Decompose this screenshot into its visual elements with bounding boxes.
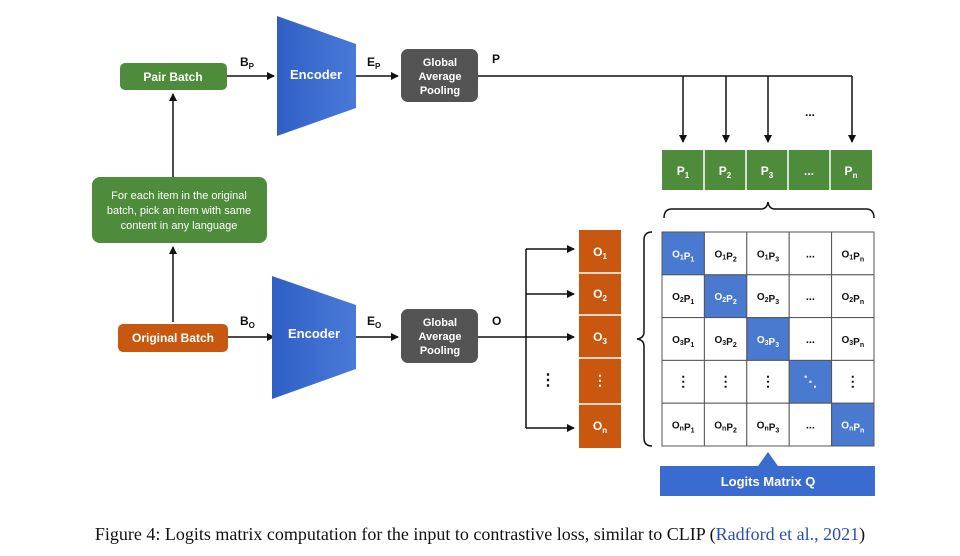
matrix-cell-label: OnP3 — [757, 421, 780, 435]
matrix-cell — [788, 402, 833, 447]
eo-label: EO — [367, 314, 381, 330]
matrix-cell — [661, 402, 705, 447]
matrix-cell-label: O1P2 — [714, 249, 736, 263]
matrix-cell — [746, 231, 790, 276]
encoder-bottom-label: Encoder — [288, 326, 340, 341]
matrix-cell-label: O3P1 — [672, 335, 694, 349]
p-label: P — [492, 52, 500, 66]
matrix-cell — [661, 317, 705, 361]
pick-note-line2: batch, pick an item with same — [107, 205, 251, 217]
matrix-cell — [703, 231, 748, 276]
matrix-cell — [831, 402, 875, 447]
o-vector-cell: On — [593, 419, 607, 435]
matrix-cell-label: O3P2 — [714, 335, 736, 349]
top-ellipsis: ... — [805, 105, 815, 119]
matrix-cell-label: ⋮ — [846, 373, 860, 389]
p-vector-cell: ... — [804, 164, 814, 178]
matrix-cell — [746, 402, 790, 447]
gap-bottom-line1: Global — [423, 317, 457, 329]
o-vector-cell: O3 — [593, 330, 607, 346]
p-brace — [663, 201, 875, 219]
matrix-cell-label: O2P2 — [714, 292, 736, 306]
matrix-cell — [746, 317, 790, 361]
gap-bottom-line3: Pooling — [420, 345, 460, 357]
matrix-cell-label: O2Pn — [841, 292, 864, 306]
encoder-bottom — [272, 276, 356, 399]
matrix-cell-label: O3Pn — [841, 335, 864, 349]
matrix-cell-label: O1P3 — [757, 249, 779, 263]
matrix-cell-label: O1P1 — [672, 249, 694, 263]
gap-top-line1: Global — [423, 57, 457, 69]
matrix-cell-label: O2P3 — [757, 292, 779, 306]
bp-label: BP — [240, 55, 255, 71]
gap-top-line2: Average — [418, 71, 461, 83]
left-ellipsis: ⋮ — [540, 372, 556, 389]
pair-batch-box — [120, 63, 227, 90]
encoder-top — [277, 16, 356, 136]
matrix-cell-label: ⋱ — [803, 373, 817, 389]
ep-label: EP — [367, 55, 381, 71]
p-vector-cell: P1 — [677, 164, 690, 180]
matrix-cell-label: OnP1 — [672, 421, 695, 435]
matrix-cell-label: ⋮ — [761, 373, 775, 389]
encoder-top-label: Encoder — [290, 67, 342, 82]
matrix-cell-label: ... — [806, 420, 815, 432]
citation-link[interactable]: Radford et al., 2021 — [715, 524, 860, 544]
matrix-cell — [831, 359, 875, 404]
matrix-cell-label: O1Pn — [841, 249, 864, 263]
gap-bottom-box — [401, 309, 478, 363]
original-batch-box — [118, 324, 228, 352]
matrix-cell-label: ⋮ — [719, 373, 733, 389]
p-vector-cell: Pn — [845, 164, 858, 180]
matrix-cell-label: O2P1 — [672, 292, 694, 306]
logits-label-box — [660, 466, 875, 496]
logits-label: Logits Matrix Q — [721, 474, 816, 489]
o-vector-cell: O1 — [593, 245, 607, 261]
matrix-cell-label: OnP2 — [714, 421, 737, 435]
pick-note-box — [92, 177, 267, 243]
o-vector-cell: ⋮ — [593, 372, 607, 388]
matrix-cell — [788, 231, 833, 276]
figure-caption: Figure 4: Logits matrix computation for … — [94, 524, 866, 544]
matrix-cell-label: O3P3 — [757, 335, 779, 349]
o-vector-cell: O2 — [593, 287, 607, 303]
gap-top-box — [401, 49, 478, 102]
original-batch-label: Original Batch — [132, 331, 214, 345]
matrix-cell — [831, 317, 875, 361]
p-vector: P1 P2 P3... Pn — [662, 150, 872, 190]
p-vector-cell: P2 — [719, 164, 732, 180]
gap-top-line3: Pooling — [420, 85, 460, 97]
logits-arrow — [758, 452, 778, 466]
matrix-cell-label: ... — [806, 291, 815, 303]
p-vector-cell: P3 — [761, 164, 774, 180]
pick-note-line1: For each item in the original — [111, 190, 247, 202]
matrix-cell-label: ... — [806, 334, 815, 346]
matrix-cell-label: ⋮ — [676, 373, 690, 389]
pick-note-line3: content in any language — [121, 220, 238, 232]
matrix-cell — [831, 231, 875, 276]
o-brace — [636, 231, 653, 447]
bo-label: BO — [240, 314, 255, 330]
o-label: O — [492, 314, 501, 328]
matrix-cell-label: OnPn — [841, 421, 864, 435]
gap-bottom-line2: Average — [418, 331, 461, 343]
matrix-cell-label: ... — [806, 248, 815, 260]
pair-batch-label: Pair Batch — [143, 70, 202, 84]
matrix-cell — [746, 274, 790, 319]
